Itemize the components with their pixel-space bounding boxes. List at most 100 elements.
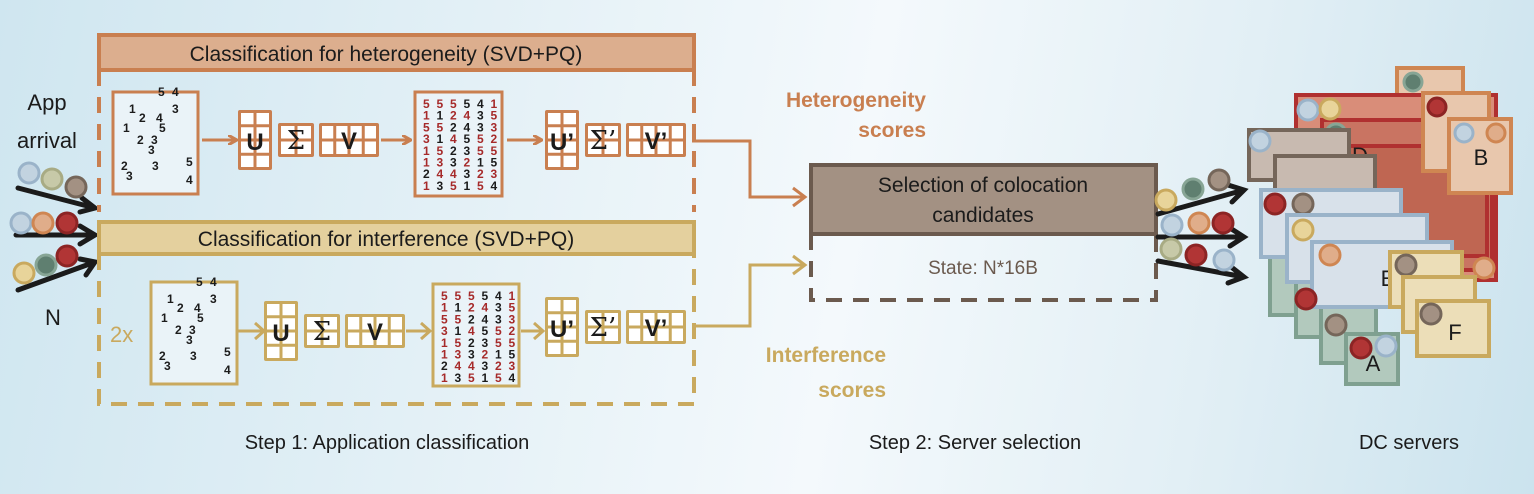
- matrix-cell: 3: [495, 301, 502, 315]
- matrix-block-cell: [657, 126, 669, 139]
- matrix-cell: 4: [186, 173, 193, 187]
- matrix-cell: 1: [482, 371, 489, 385]
- app-circle: [1296, 98, 1320, 122]
- matrix-block-cell: [241, 155, 254, 167]
- interference-panel: Classification for interference (SVD+PQ)…: [97, 220, 696, 406]
- matrix-block: [545, 297, 579, 357]
- matrix-cell: 2: [139, 111, 146, 125]
- matrix-cell: 5: [495, 336, 502, 350]
- matrix-cell: 2: [509, 324, 516, 338]
- interference-scores-label-line1: Interference: [766, 344, 886, 367]
- matrix-cell: 1: [455, 324, 462, 338]
- matrix-block-cell: [348, 332, 360, 345]
- matrix-cell: 4: [509, 371, 516, 385]
- matrix-block-cell: [281, 126, 295, 139]
- matrix-cell: 1: [161, 311, 168, 325]
- matrix-cell: 2: [482, 348, 489, 362]
- heterogeneity-title: Classification for heterogeneity (SVD+PQ…: [190, 43, 583, 66]
- matrix-block-cell: [364, 126, 376, 139]
- app-circle: [1426, 96, 1448, 118]
- matrix-block-cell: [267, 346, 280, 358]
- matrix-block-cell: [671, 141, 683, 154]
- matrix-cell: 1: [423, 109, 430, 123]
- matrix-block-cell: [307, 317, 321, 330]
- matrix-cell: 1: [495, 348, 502, 362]
- matrix-cell: 5: [197, 311, 204, 325]
- app-circle: [1263, 192, 1287, 216]
- matrix-block-cell: [629, 126, 641, 139]
- matrix-cell: 3: [126, 169, 133, 183]
- matrix-block-cell: [390, 317, 402, 330]
- matrix-cell: 5: [509, 348, 516, 362]
- matrix-symbol: Σ’: [590, 313, 617, 343]
- matrix-cell: 5: [158, 85, 165, 99]
- matrix-cell: 4: [482, 312, 489, 326]
- step2-label: Step 2: Server selection: [869, 432, 1081, 454]
- matrix-cell: 4: [491, 179, 498, 193]
- matrix-symbol: U’: [550, 129, 574, 156]
- matrix-cell: 5: [495, 324, 502, 338]
- matrix-cell: 1: [441, 371, 448, 385]
- flow-arrow: [521, 321, 546, 341]
- matrix-block-cell: [548, 342, 561, 354]
- matrix-block-cell: [629, 141, 641, 154]
- app-circle: [64, 175, 88, 199]
- matrix-block-cell: [548, 155, 561, 167]
- matrix-cell: 3: [482, 359, 489, 373]
- heterogeneity-scores-label-line1: Heterogeneity: [786, 89, 926, 112]
- matrix-symbol: Σ’: [590, 126, 617, 156]
- matrix-symbol: U’: [550, 316, 574, 343]
- matrix-cell: 5: [482, 289, 489, 303]
- app-arrival-group: App arrival N: [9, 90, 101, 330]
- dispatch-arrow: [1155, 182, 1249, 217]
- step1-label: Step 1: Application classification: [245, 432, 530, 454]
- matrix-block: [319, 123, 379, 157]
- matrix-cell: 2: [450, 120, 457, 134]
- matrix-block-cell: [256, 155, 269, 167]
- matrix-cell: 5: [468, 371, 475, 385]
- app-circle: [1324, 313, 1348, 337]
- matrix-symbol: V’: [645, 128, 668, 155]
- matrix-block-cell: [563, 127, 576, 139]
- matrix-cell: 3: [148, 143, 155, 157]
- matrix-block-cell: [282, 332, 295, 344]
- app-circle: [1402, 71, 1424, 93]
- interference-title-bar: [97, 220, 696, 256]
- matrix-cell: 4: [172, 85, 179, 99]
- matrix-block-cell: [643, 313, 655, 326]
- app-circle: [1291, 192, 1315, 216]
- matrix-cell: 1: [167, 292, 174, 306]
- matrix-cell: 5: [437, 144, 444, 158]
- matrix-cell: 5: [186, 155, 193, 169]
- matrix-cell: 2: [491, 132, 498, 146]
- matrix-cell: 3: [509, 359, 516, 373]
- matrix-cell: 5: [477, 179, 484, 193]
- dispatch-arrow: [1155, 225, 1249, 249]
- app-circle: [1154, 188, 1178, 212]
- app-circle: [1160, 213, 1184, 237]
- matrix-cell: 2: [137, 133, 144, 147]
- matrix-cell: 1: [455, 301, 462, 315]
- matrix-block-cell: [604, 141, 618, 154]
- matrix-block-cell: [364, 141, 376, 154]
- matrix-cell: 5: [423, 97, 430, 111]
- matrix-block-cell: [643, 141, 655, 154]
- matrix-block-cell: [282, 304, 295, 316]
- matrix-block-cell: [563, 141, 576, 153]
- n-label: N: [45, 305, 61, 330]
- matrix-block-cell: [256, 141, 269, 153]
- matrix-cell: 5: [477, 144, 484, 158]
- matrix-block-cell: [604, 313, 618, 326]
- matrix-cell: 5: [450, 97, 457, 111]
- matrix-cell: 4: [156, 111, 163, 125]
- matrix-block-cell: [588, 328, 602, 341]
- matrix-cell: 5: [468, 289, 475, 303]
- matrix-cell: 5: [159, 121, 166, 135]
- matrix-cell: 1: [123, 121, 130, 135]
- matrix-cell: 3: [172, 102, 179, 116]
- matrix-block-cell: [336, 126, 348, 139]
- matrix-cell: 2: [441, 359, 448, 373]
- sparse-matrix-box: [149, 280, 239, 386]
